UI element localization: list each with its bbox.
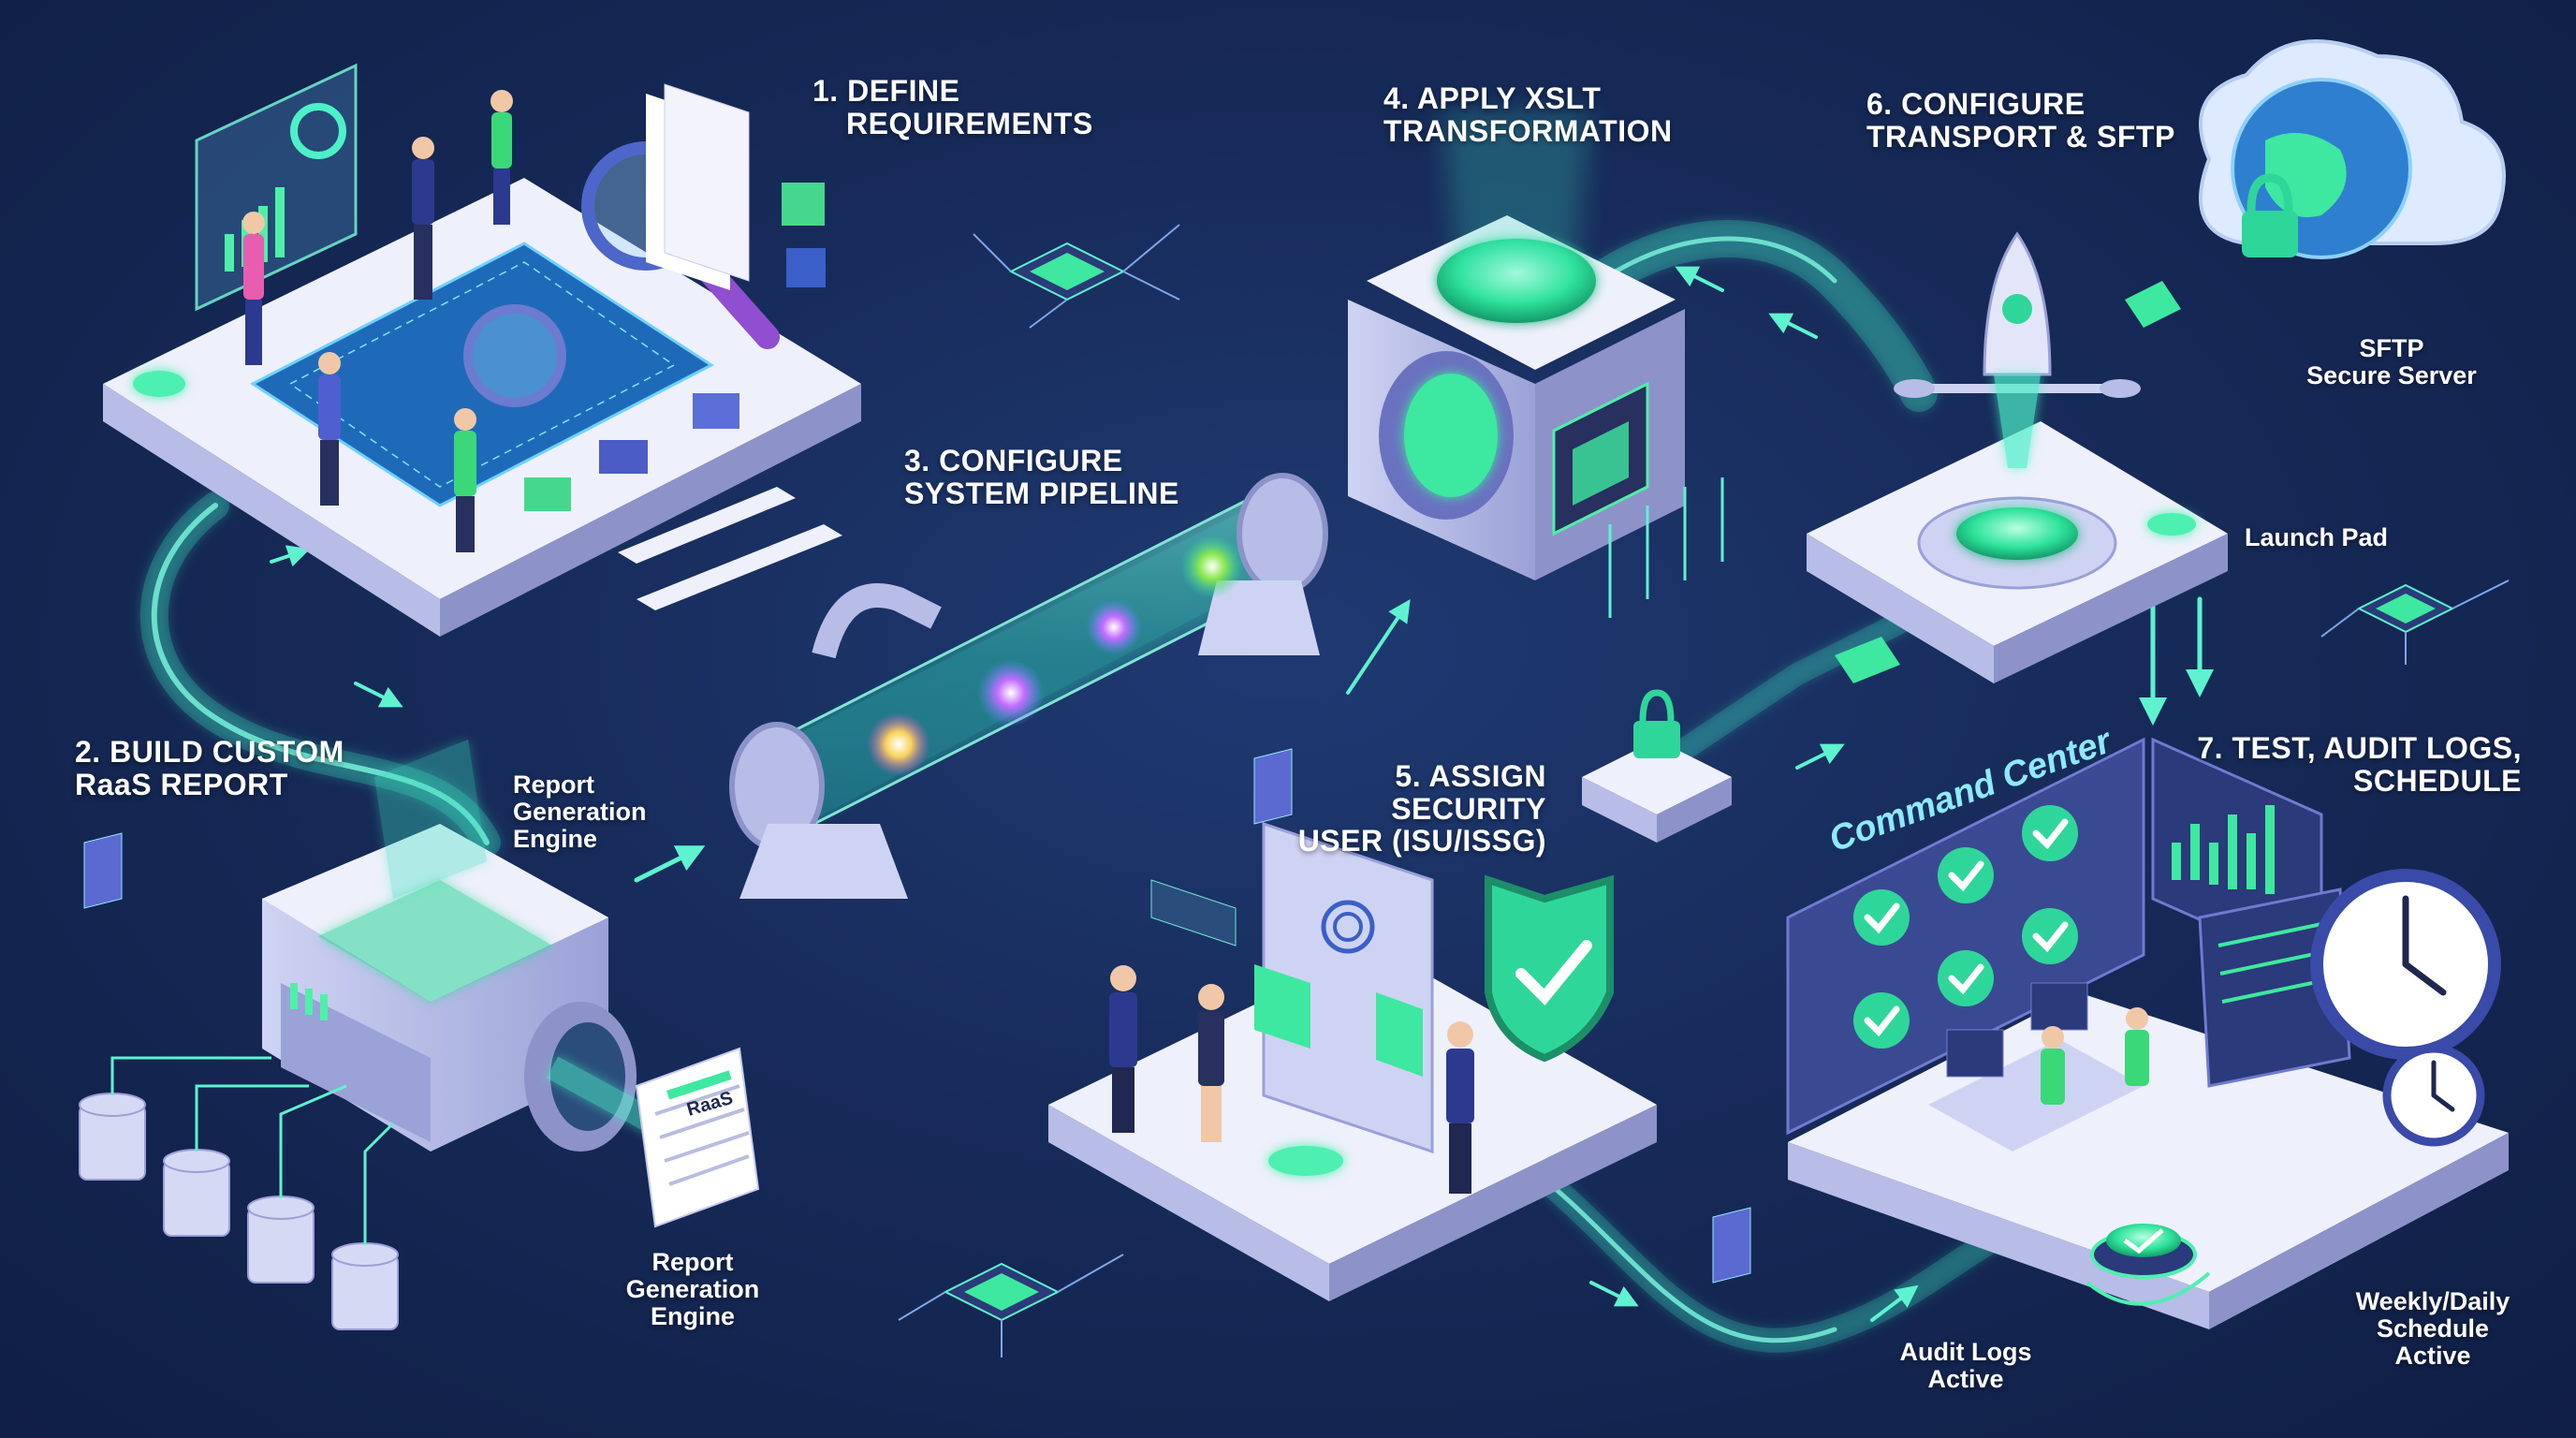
step-7-title: 7. TEST, AUDIT LOGS, SCHEDULE xyxy=(2162,732,2522,797)
report-generation-engine xyxy=(262,740,662,1152)
step-4-line1: 4. APPLY XSLT xyxy=(1383,81,1602,115)
chip-icon xyxy=(2320,580,2510,665)
step-2-line2: RaaS REPORT xyxy=(75,767,288,801)
schedule-line1: Weekly/Daily xyxy=(2355,1287,2510,1315)
lock-icon xyxy=(1582,689,1732,843)
engine-label-bottom: Report Generation Engine xyxy=(599,1248,786,1331)
audit-logs-label: Audit Logs Active xyxy=(1872,1338,2059,1394)
cloud-globe-icon xyxy=(2199,39,2506,259)
puzzle-icon xyxy=(524,183,826,511)
step-7-line2: SCHEDULE xyxy=(2352,763,2522,798)
chip-icon xyxy=(898,1254,1124,1357)
launch-pad-label: Launch Pad xyxy=(2245,523,2389,551)
step-4-title: 4. APPLY XSLT TRANSFORMATION xyxy=(1383,82,1673,147)
step-5-title: 5. ASSIGN SECURITY USER (ISU/ISSG) xyxy=(1245,760,1546,858)
audit-line1: Audit Logs xyxy=(1899,1338,2032,1366)
schedule-label: Weekly/Daily Schedule Active xyxy=(2334,1287,2531,1371)
step-5-line1: 5. ASSIGN SECURITY xyxy=(1391,759,1546,826)
step-1-line2: REQUIREMENTS xyxy=(846,106,1093,140)
bar-chart-icon xyxy=(2172,805,2275,894)
team-people xyxy=(242,90,513,552)
sftp-label: SFTP Secure Server xyxy=(2284,334,2499,390)
clock-icon xyxy=(2310,869,2501,1147)
step-1-line1: 1. DEFINE xyxy=(812,74,960,108)
engine-top-line1: Report xyxy=(513,770,594,799)
engine-bottom-line3: Engine xyxy=(650,1302,735,1331)
command-center xyxy=(1786,737,2509,1329)
xslt-transformation-cube xyxy=(1348,112,1724,618)
document-icon xyxy=(83,832,123,909)
database-icon xyxy=(79,1056,399,1330)
raas-document xyxy=(635,1047,760,1228)
rocket-icon xyxy=(1894,231,2141,468)
schedule-line2: Schedule xyxy=(2376,1314,2490,1343)
platform-define-requirements xyxy=(103,63,861,637)
document-icon xyxy=(1253,748,1751,1284)
step-3-title: 3. CONFIGURE SYSTEM PIPELINE xyxy=(904,445,1179,509)
system-pipeline xyxy=(729,473,1328,899)
step-5-line2: USER (ISU/ISSG) xyxy=(1297,824,1546,858)
step-4-line2: TRANSFORMATION xyxy=(1383,113,1673,148)
sftp-line1: SFTP xyxy=(2359,334,2424,362)
engine-top-line3: Engine xyxy=(513,825,598,854)
engine-top-line2: Generation xyxy=(513,798,647,827)
shield-check-icon xyxy=(1485,874,1614,1063)
step-6-line1: 6. CONFIGURE xyxy=(1866,87,2086,121)
document-icon xyxy=(646,83,750,290)
step-2-title: 2. BUILD CUSTOM RaaS REPORT xyxy=(75,736,344,800)
step-6-line2: TRANSPORT & SFTP xyxy=(1866,119,2175,154)
step-3-line2: SYSTEM PIPELINE xyxy=(904,476,1179,510)
step-2-line1: 2. BUILD CUSTOM xyxy=(75,735,344,769)
audit-line2: Active xyxy=(1927,1365,2004,1394)
fingerprint-icon xyxy=(1321,900,1375,954)
step-3-line1: 3. CONFIGURE xyxy=(904,444,1123,477)
chip-icon xyxy=(973,224,1180,329)
step-1-title: 1. DEFINE REQUIREMENTS xyxy=(812,75,1093,139)
envelope-icon xyxy=(1835,281,2181,683)
engine-bottom-line1: Report xyxy=(651,1248,734,1276)
platform-security xyxy=(1048,821,1657,1301)
engine-bottom-line2: Generation xyxy=(625,1275,760,1304)
engine-label-top: Report Generation Engine xyxy=(513,770,647,854)
schedule-line3: Active xyxy=(2394,1342,2471,1371)
step-6-title: 6. CONFIGURE TRANSPORT & SFTP xyxy=(1866,88,2175,153)
step-7-line1: 7. TEST, AUDIT LOGS, xyxy=(2197,731,2522,765)
launch-pad xyxy=(1807,231,2228,683)
sftp-line2: Secure Server xyxy=(2306,361,2477,390)
